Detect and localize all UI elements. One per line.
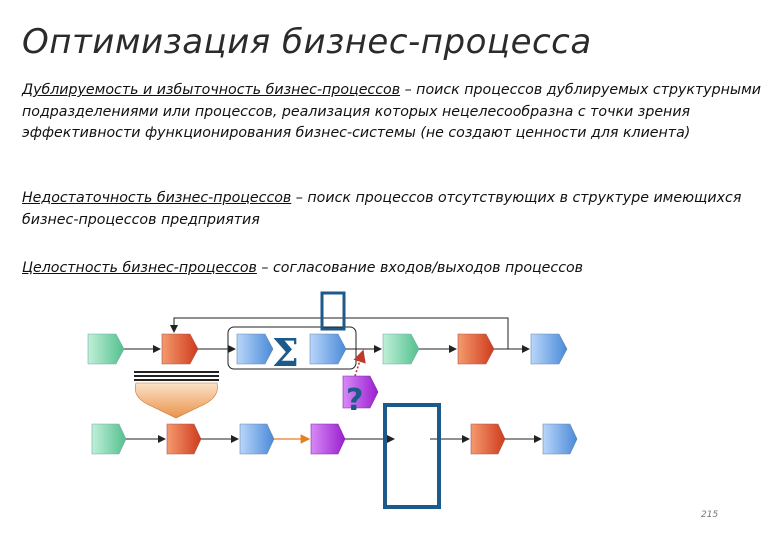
missing-glyph-box-bottom bbox=[383, 403, 441, 509]
text-insufficiency: – поиск процессов отсутствующих в структ… bbox=[22, 190, 742, 228]
missing-glyph-box-top bbox=[320, 291, 346, 331]
top-process-5 bbox=[382, 333, 420, 365]
sigma-symbol: Σ bbox=[272, 330, 299, 375]
term-duplication: Дублируемость и избыточность бизнес-проц… bbox=[22, 82, 401, 98]
slide-title: Оптимизация бизнес-процесса bbox=[22, 22, 592, 62]
paragraph-insufficiency: Недостаточность бизнес-процессов – поиск… bbox=[22, 188, 762, 231]
top-process-2 bbox=[161, 333, 199, 365]
bottom-process-2 bbox=[166, 423, 202, 455]
top-process-7 bbox=[530, 333, 568, 365]
duplicate-group-box bbox=[227, 326, 357, 370]
missing-process-question bbox=[342, 375, 379, 409]
page-number: 215 bbox=[701, 510, 719, 520]
bottom-process-4 bbox=[310, 423, 346, 455]
paragraph-duplication: Дублируемость и избыточность бизнес-проц… bbox=[22, 80, 762, 145]
bottom-process-6 bbox=[542, 423, 578, 455]
top-process-1 bbox=[87, 333, 125, 365]
top-process-3 bbox=[236, 333, 274, 365]
bottom-process-3 bbox=[239, 423, 275, 455]
text-integrity: – согласование входов/выходов процессов bbox=[256, 260, 584, 276]
bottom-process-1 bbox=[91, 423, 127, 455]
text-duplication: – поиск процессов дублируемых структурны… bbox=[22, 82, 762, 141]
top-process-4 bbox=[309, 333, 347, 365]
transform-arrow bbox=[134, 371, 219, 419]
feedback-loop-arrow bbox=[170, 317, 509, 349]
term-insufficiency: Недостаточность бизнес-процессов bbox=[22, 190, 292, 206]
question-mark-symbol: ? bbox=[346, 383, 363, 418]
bottom-process-5 bbox=[470, 423, 506, 455]
top-process-6 bbox=[457, 333, 495, 365]
dotted-insert-arrow bbox=[353, 349, 366, 377]
term-integrity: Целостность бизнес-процессов bbox=[22, 260, 257, 276]
paragraph-integrity: Целостность бизнес-процессов – согласова… bbox=[22, 258, 762, 280]
